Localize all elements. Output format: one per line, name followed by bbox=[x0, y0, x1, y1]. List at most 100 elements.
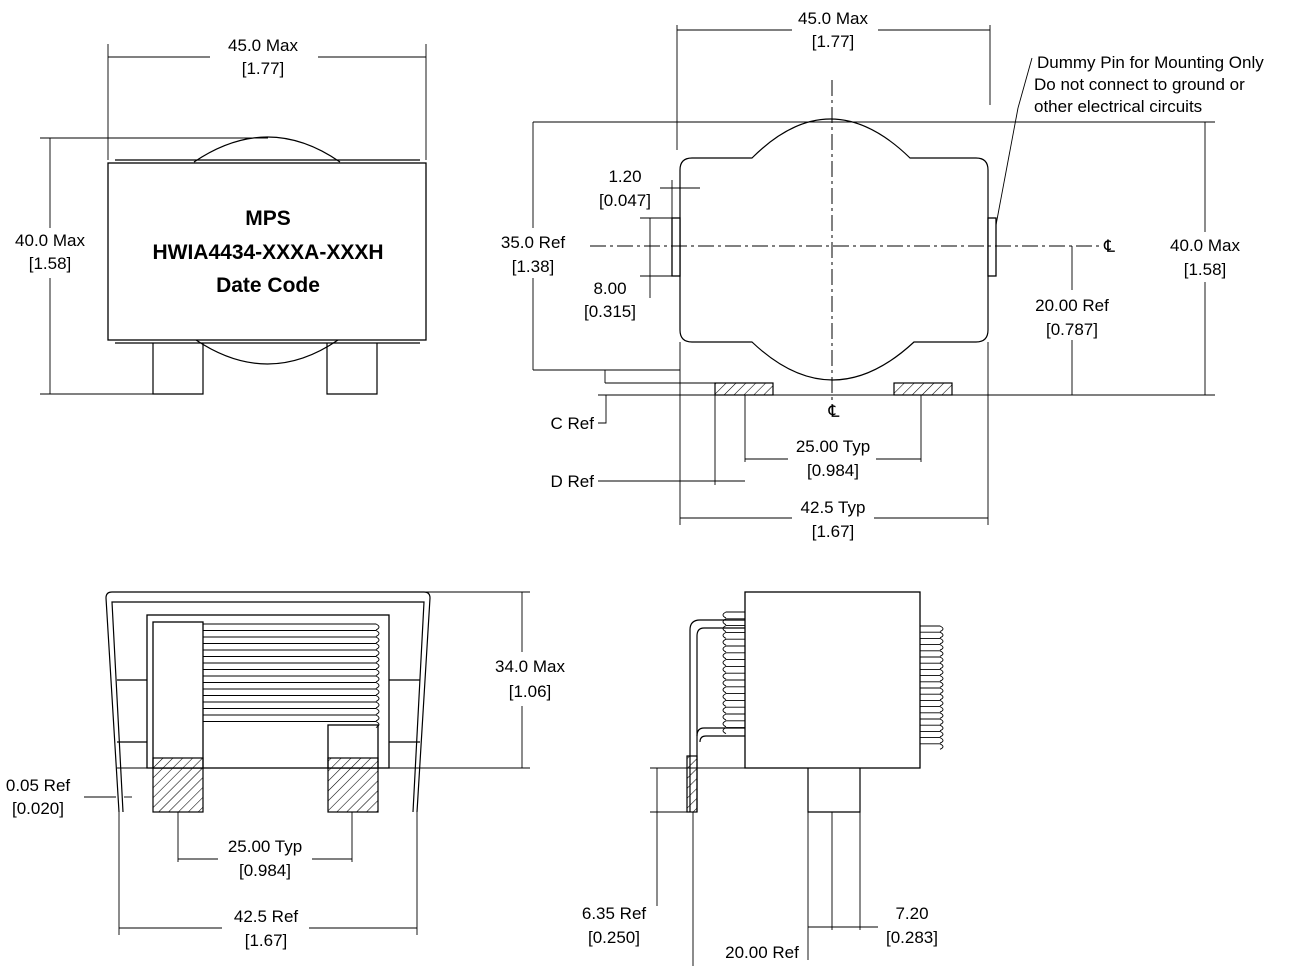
winding-turn bbox=[203, 649, 380, 657]
winding-turn bbox=[722, 631, 745, 639]
winding-turn bbox=[920, 687, 944, 694]
winding-turn bbox=[203, 714, 380, 722]
front-leg-right bbox=[326, 343, 378, 395]
winding-turn bbox=[920, 712, 944, 719]
marking-line-2: HWIA4434-XXXA-XXXH bbox=[152, 241, 383, 264]
top-view: 45.0 Max [1.77] Dummy Pin for Mounting O… bbox=[501, 9, 1264, 541]
side-pad-spacing-label: 25.00 Typ bbox=[228, 837, 302, 856]
winding-turn bbox=[203, 688, 380, 696]
centerline-mark-bottom: ℄ bbox=[828, 402, 840, 421]
top-pin-left bbox=[671, 217, 681, 277]
front-leg-left bbox=[152, 343, 204, 395]
end-windings-right bbox=[920, 625, 944, 750]
pad-span-label: 42.5 Typ bbox=[801, 498, 866, 517]
top-outline bbox=[679, 118, 989, 381]
pad-spacing-sub: [0.984] bbox=[807, 461, 859, 480]
end-windings-left bbox=[722, 611, 745, 735]
winding-turn bbox=[722, 672, 745, 680]
winding-turn bbox=[920, 656, 944, 663]
d-ref-label: D Ref bbox=[551, 472, 595, 491]
winding-turn bbox=[722, 625, 745, 633]
side-pad-spacing-sub: [0.984] bbox=[239, 861, 291, 880]
top-pin-right bbox=[987, 217, 997, 277]
winding-turn bbox=[722, 727, 745, 735]
winding-turn bbox=[920, 693, 944, 701]
winding-turn bbox=[203, 682, 380, 689]
winding-turn bbox=[203, 695, 380, 702]
end-offset-label: 20.00 Ref bbox=[725, 943, 799, 962]
winding-turn bbox=[920, 675, 944, 682]
winding-turn bbox=[722, 713, 745, 721]
pin-offset-label: 20.00 Ref bbox=[1035, 296, 1109, 315]
winding-turn bbox=[920, 724, 944, 732]
side-flange-left bbox=[152, 621, 204, 769]
pin-length-sub: [0.315] bbox=[584, 302, 636, 321]
end-pin-width-label: 7.20 bbox=[895, 904, 928, 923]
end-leg bbox=[807, 768, 861, 813]
c-ref-label: C Ref bbox=[551, 414, 595, 433]
winding-turn bbox=[203, 721, 380, 728]
winding-turn bbox=[722, 659, 745, 667]
c-ref-bracket bbox=[598, 394, 607, 424]
winding-turn bbox=[722, 686, 745, 694]
end-pin-width-sub: [0.283] bbox=[886, 928, 938, 947]
winding-turn bbox=[722, 679, 745, 687]
winding-turn bbox=[203, 675, 380, 683]
pad-left bbox=[714, 382, 774, 396]
note-line-1: Dummy Pin for Mounting Only bbox=[1037, 53, 1264, 72]
end-body bbox=[744, 591, 921, 769]
end-lead-pad bbox=[686, 755, 698, 813]
winding-turn bbox=[203, 669, 380, 676]
winding-turn bbox=[722, 699, 745, 707]
winding-turn bbox=[722, 638, 745, 646]
front-width-label: 45.0 Max bbox=[228, 36, 298, 55]
winding-turn bbox=[920, 699, 944, 707]
top-height-label: 40.0 Max bbox=[1170, 236, 1240, 255]
winding-turn bbox=[722, 693, 745, 701]
side-clip-outer bbox=[105, 591, 431, 813]
side-pad-right bbox=[327, 757, 379, 813]
winding-turn bbox=[722, 618, 745, 626]
side-span-sub: [1.67] bbox=[245, 931, 288, 950]
winding-turn bbox=[722, 611, 745, 619]
winding-turn bbox=[203, 656, 380, 663]
front-height-sub: [1.58] bbox=[29, 254, 72, 273]
winding-turn bbox=[203, 636, 380, 644]
front-body bbox=[107, 162, 427, 341]
note-line-3: other electrical circuits bbox=[1034, 97, 1202, 116]
winding-turn bbox=[920, 631, 944, 639]
front-dome-top bbox=[193, 136, 341, 163]
pin-width-label: 1.20 bbox=[608, 167, 641, 186]
winding-turn bbox=[203, 662, 380, 670]
winding-turn bbox=[920, 743, 944, 750]
winding-turn bbox=[722, 652, 745, 660]
winding-turn bbox=[920, 662, 944, 670]
end-lead-outer bbox=[689, 619, 745, 812]
centerline-mark-right: ℄ bbox=[1103, 237, 1115, 256]
ref-height-sub: [1.38] bbox=[512, 257, 555, 276]
lead-height-sub: [0.250] bbox=[588, 928, 640, 947]
winding-turn bbox=[203, 708, 380, 715]
pin-offset-sub: [0.787] bbox=[1046, 320, 1098, 339]
marking-line-3: Date Code bbox=[216, 274, 320, 297]
winding-turn bbox=[203, 623, 380, 631]
winding-turn bbox=[920, 706, 944, 713]
side-view: 34.0 Max [1.06] 0.05 Ref [0.020] 25.00 T… bbox=[6, 591, 565, 950]
winding-turn bbox=[722, 645, 745, 653]
winding-turn bbox=[203, 630, 380, 637]
marking-line-1: MPS bbox=[245, 207, 291, 230]
winding-turn bbox=[920, 650, 944, 657]
winding-turn bbox=[920, 730, 944, 738]
top-width-label: 45.0 Max bbox=[798, 9, 868, 28]
pin-width-sub: [0.047] bbox=[599, 191, 651, 210]
note-line-2: Do not connect to ground or bbox=[1034, 75, 1245, 94]
winding-turn bbox=[920, 681, 944, 688]
winding-turn bbox=[920, 625, 944, 632]
pin-length-label: 8.00 bbox=[593, 279, 626, 298]
pad-spacing-label: 25.00 Typ bbox=[796, 437, 870, 456]
front-view: MPS HWIA4434-XXXA-XXXH Date Code 45.0 Ma… bbox=[15, 36, 427, 395]
winding-turn bbox=[920, 737, 944, 744]
side-height-sub: [1.06] bbox=[509, 682, 552, 701]
winding-turn bbox=[920, 637, 944, 645]
thickness-label: 0.05 Ref bbox=[6, 776, 71, 795]
